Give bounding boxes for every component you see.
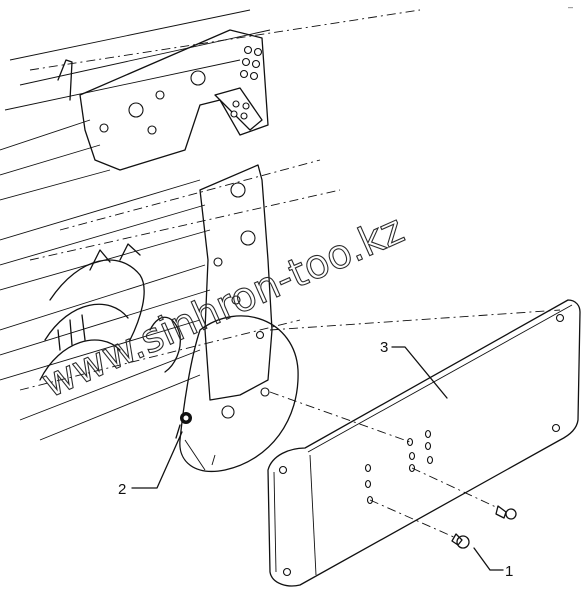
vertical-plate <box>199 164 273 419</box>
upper-bracket <box>57 29 269 171</box>
housing-flange <box>179 315 299 472</box>
frame-rails <box>0 9 421 441</box>
watermark-text: www.sinhron-too.kz <box>35 206 410 407</box>
auger-flighting <box>39 243 181 381</box>
callout-leaders <box>131 346 504 571</box>
callout-1-label: 1 <box>505 563 513 580</box>
bolt-lower <box>369 499 470 549</box>
corner-mark: – <box>568 2 573 12</box>
grease-fitting <box>175 412 192 439</box>
projection-lines <box>269 309 561 443</box>
callout-3-label: 3 <box>380 339 388 356</box>
cover-plate <box>267 299 581 587</box>
bolt-upper <box>411 467 517 520</box>
callout-2-label: 2 <box>118 481 126 498</box>
